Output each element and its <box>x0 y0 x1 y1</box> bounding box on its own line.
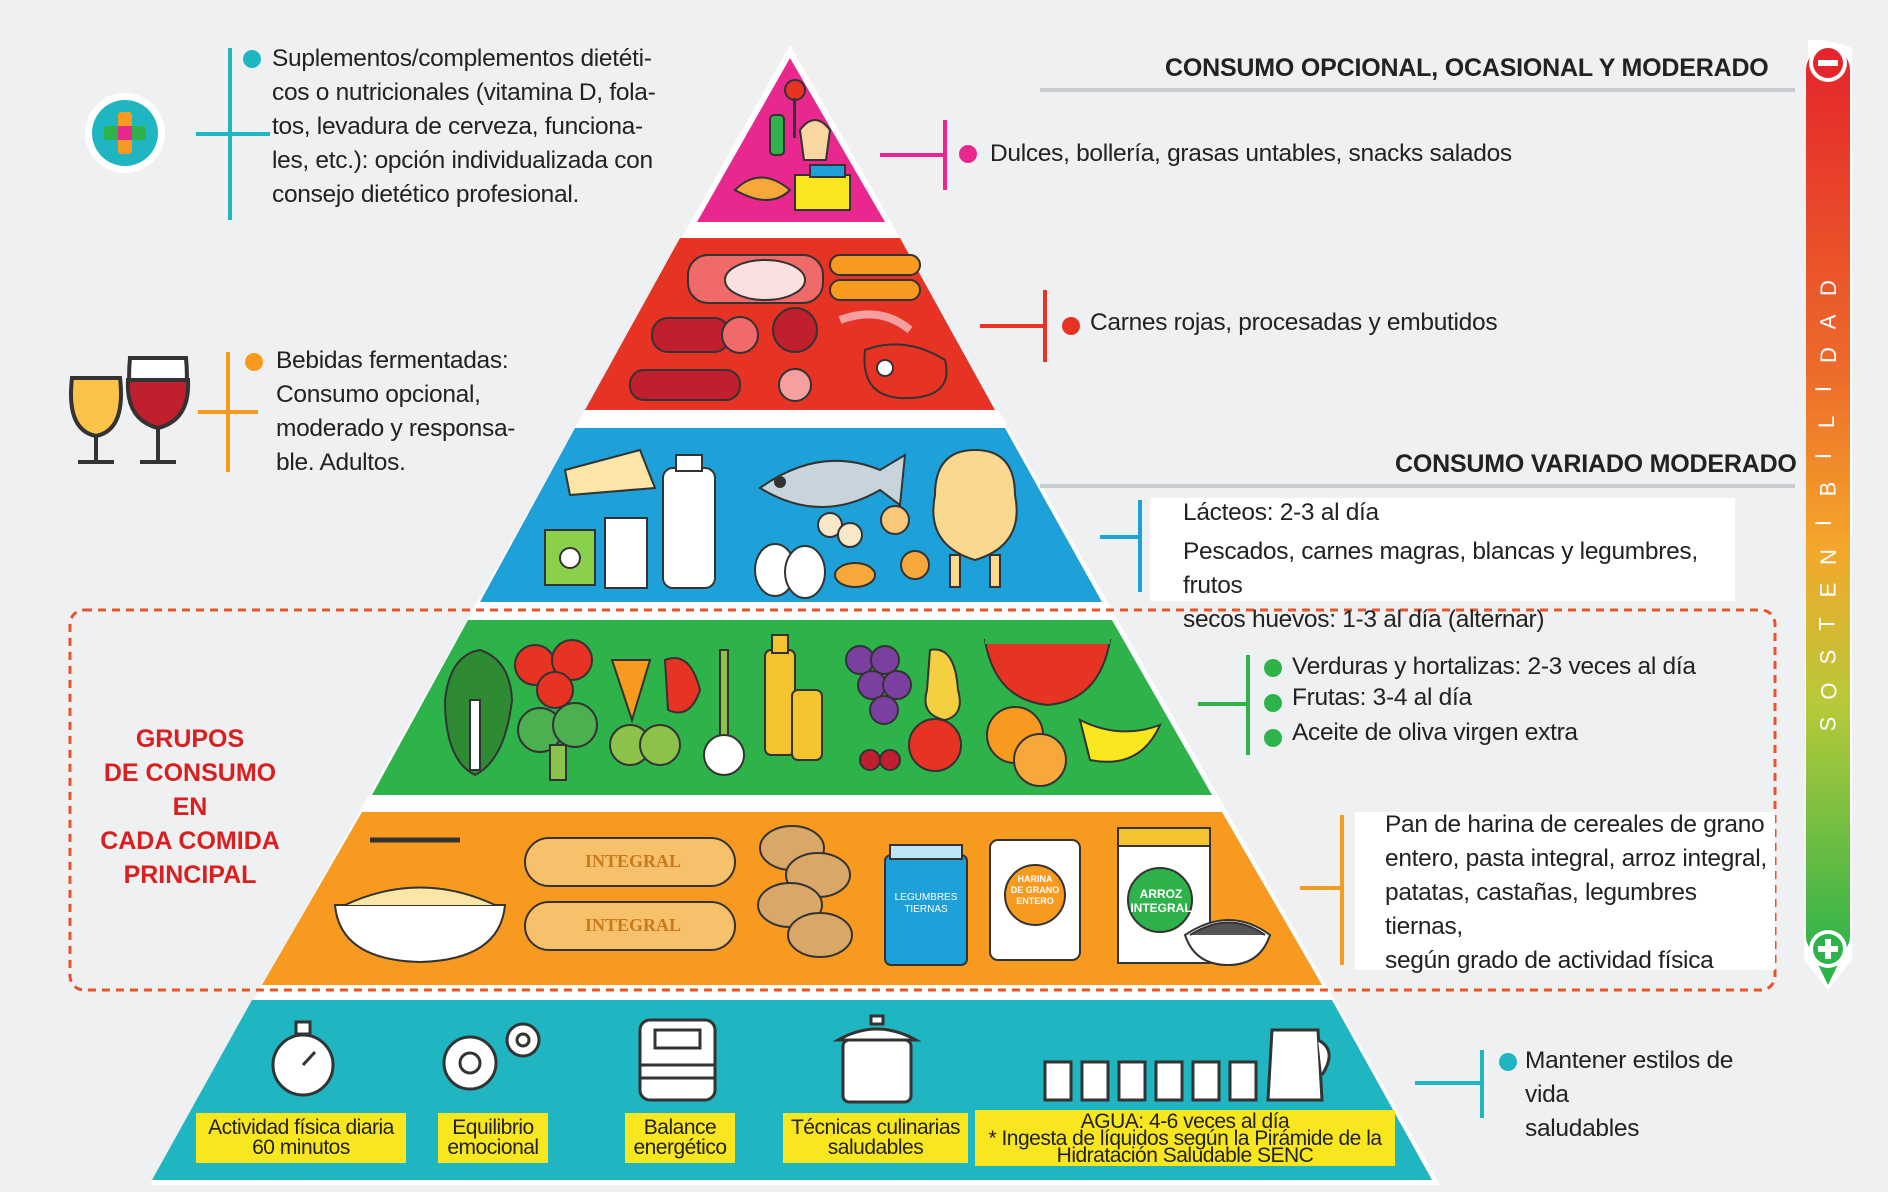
supplements-line: consejo dietético profesional. <box>272 181 579 208</box>
lifestyle-text: Mantener estilos de vida saludables <box>1525 1044 1755 1146</box>
base-label-cooking-techniques: Técnicas culinarias saludables <box>783 1113 968 1163</box>
base-label-line: Actividad física diaria <box>208 1116 394 1139</box>
flour-label-line: ENTERO <box>1016 896 1054 906</box>
meats-text: Carnes rojas, procesadas y embutidos <box>1090 309 1498 336</box>
rice-box-label: ARROZ INTEGRAL <box>1130 887 1192 915</box>
base-label-line: Equilibrio <box>452 1116 534 1139</box>
header-moderate-consumption: CONSUMO VARIADO MODERADO <box>1395 450 1797 478</box>
wine-glasses-icon <box>69 356 191 464</box>
pot-icon <box>832 1014 922 1104</box>
sweets-illustration <box>733 79 851 211</box>
meats-illustration <box>629 254 948 402</box>
flour-label-line: HARINA <box>1017 874 1053 884</box>
base-label-line: energético <box>633 1136 727 1159</box>
sustainability-letter: S <box>1815 649 1841 665</box>
stopwatch-icon <box>271 1020 335 1097</box>
sustainability-letter: O <box>1816 682 1842 700</box>
base-label-line: Balance <box>643 1116 717 1139</box>
oil-text: Aceite de oliva virgen extra <box>1292 719 1578 746</box>
base-label-line: 60 minutos <box>252 1136 350 1159</box>
grains-line: Pan de harina de cereales de grano <box>1385 811 1765 838</box>
plus-medical-icon <box>85 93 165 173</box>
bread-label-bottom: INTEGRAL <box>585 915 682 935</box>
fruit-text: Frutas: 3-4 al día <box>1292 684 1472 711</box>
fermented-drinks-text: Bebidas fermentadas: Consumo opcional, m… <box>276 344 536 480</box>
sustainability-letter: I <box>1811 452 1837 459</box>
legumes-jar-label: LEGUMBRES TIERNAS <box>885 892 967 916</box>
supplements-line: les, etc.): opción individualizada con <box>272 147 653 174</box>
protein-text: Pescados, carnes magras, blancas y legum… <box>1183 535 1743 637</box>
veg-text: Verduras y hortalizas: 2-3 veces al día <box>1292 653 1696 680</box>
sustainability-letter: N <box>1815 548 1841 565</box>
supplements-line: tos, levadura de cerveza, funciona- <box>272 113 643 140</box>
grains-illustration <box>333 825 1272 967</box>
main-meal-group-label: GRUPOS DE CONSUMO EN CADA COMIDA PRINCIP… <box>95 722 285 892</box>
base-label-line: * Ingesta de líquidos según la Pirámide … <box>988 1126 1382 1150</box>
base-label-line: Hidratación Saludable SENC <box>1056 1143 1314 1167</box>
flour-label-line: DE GRANO <box>1010 885 1060 895</box>
dairy-text: Lácteos: 2-3 al día <box>1183 499 1379 526</box>
supplements-line: Suplementos/complementos dietéti- <box>272 45 652 72</box>
header-optional-consumption: CONSUMO OPCIONAL, OCASIONAL Y MODERADO <box>1165 54 1769 82</box>
supplements-text: Suplementos/complementos dietéti- cos o … <box>272 42 672 212</box>
protein-line: secos huevos: 1-3 al día (alternar) <box>1183 606 1545 633</box>
fermented-line: moderado y responsa- <box>276 415 516 442</box>
bread-label-top: INTEGRAL <box>585 851 682 871</box>
scale-icon <box>638 1018 717 1102</box>
veg-fruit-illustration <box>443 634 1162 787</box>
sustainability-letter: D <box>1815 280 1841 296</box>
sustainability-letter: I <box>1811 385 1837 392</box>
base-label-energy-balance: Balance energético <box>625 1113 735 1163</box>
fermented-line: ble. Adultos. <box>276 449 406 476</box>
base-label-water: AGUA: 4-6 veces al día * Ingesta de líqu… <box>975 1110 1395 1166</box>
flour-bag-label: HARINA DE GRANO ENTERO <box>1005 874 1065 907</box>
base-label-emotional-balance: Equilibrio emocional <box>438 1113 548 1163</box>
group-label-line: PRINCIPAL <box>123 861 257 889</box>
sustainability-letter: L <box>1814 416 1840 429</box>
base-label-line: saludables <box>827 1136 924 1159</box>
sustainability-letter: S <box>1815 717 1841 732</box>
sustainability-letter: T <box>1814 616 1840 631</box>
sweets-text: Dulces, bollería, grasas untables, snack… <box>990 140 1512 167</box>
rice-label-line: ARROZ <box>1139 887 1183 901</box>
fermented-line: Bebidas fermentadas: <box>276 347 509 374</box>
water-glasses-icon <box>1043 1028 1331 1102</box>
sustainability-letter: B <box>1815 482 1841 497</box>
sustainability-letter: D <box>1815 347 1841 364</box>
group-label-line: DE CONSUMO EN <box>103 759 277 821</box>
grains-line: según grado de actividad física <box>1385 947 1714 974</box>
fermented-line: Consumo opcional, <box>276 381 481 408</box>
grains-line: patatas, castañas, legumbres tiernas, <box>1385 879 1697 940</box>
rice-label-line: INTEGRAL <box>1130 901 1192 915</box>
protein-line: Pescados, carnes magras, blancas y legum… <box>1183 538 1698 599</box>
group-label-line: GRUPOS <box>135 725 245 753</box>
group-label-line: CADA COMIDA <box>100 827 280 855</box>
jar-label-line: LEGUMBRES <box>894 892 958 903</box>
gears-icon <box>442 1022 541 1091</box>
supplements-line: cos o nutricionales (vitamina D, fola- <box>272 79 656 106</box>
lifestyle-line: Mantener estilos de vida <box>1525 1047 1734 1108</box>
grains-line: entero, pasta integral, arroz integral, <box>1385 845 1767 872</box>
sustainability-bar <box>1804 39 1852 990</box>
base-label-physical-activity: Actividad física diaria 60 minutos <box>196 1113 406 1163</box>
base-label-line: Técnicas culinarias <box>790 1116 961 1139</box>
sustainability-label: D A D I L I B I N E T S O S <box>1811 275 1842 745</box>
base-label-line: AGUA: 4-6 veces al día <box>1080 1109 1290 1133</box>
grains-text: Pan de harina de cereales de grano enter… <box>1385 808 1775 978</box>
base-label-line: emocional <box>447 1136 539 1159</box>
sustainability-letter: I <box>1811 519 1837 527</box>
sustainability-letter: A <box>1815 314 1841 329</box>
lifestyle-line: saludables <box>1525 1115 1640 1142</box>
dairy-protein-illustration <box>544 448 1018 599</box>
sustainability-letter: E <box>1815 582 1841 598</box>
jar-label-line: TIERNAS <box>904 904 948 915</box>
